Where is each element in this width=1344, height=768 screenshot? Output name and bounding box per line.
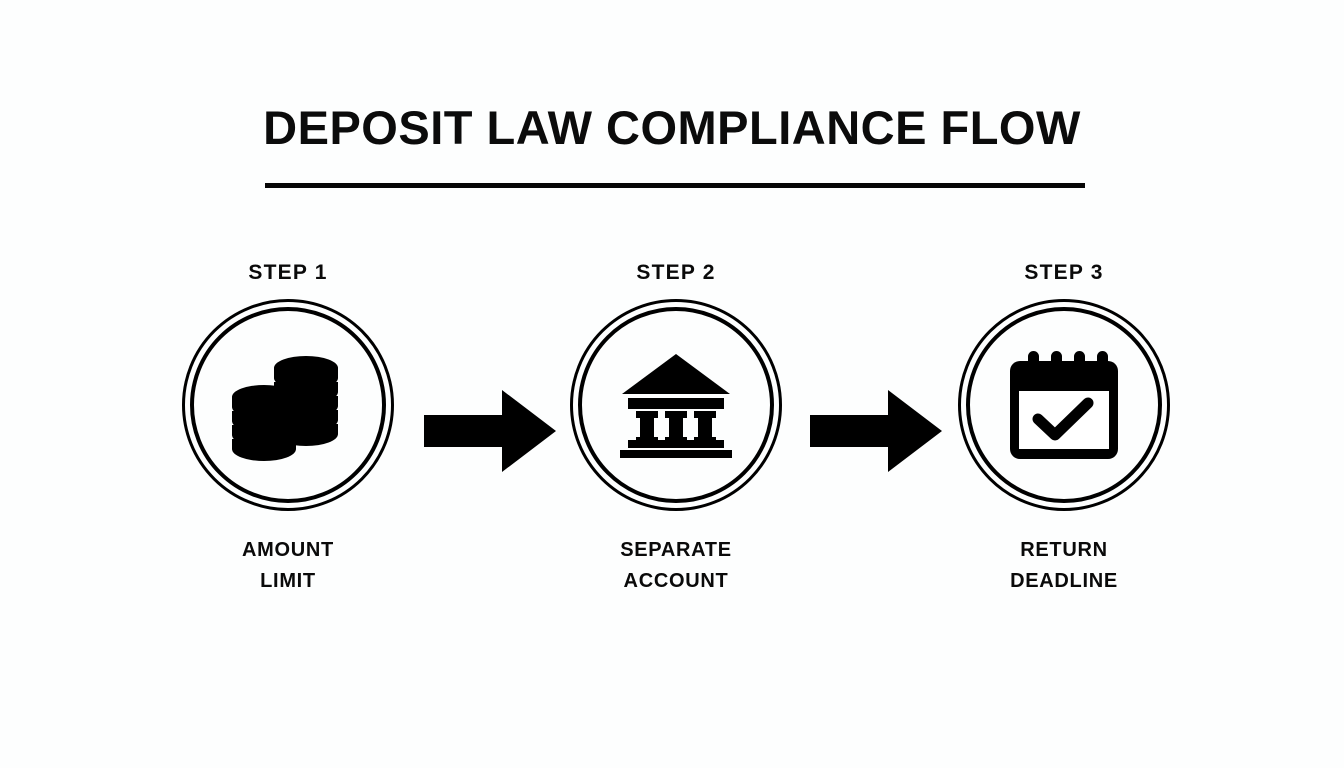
step-3-circle bbox=[958, 299, 1170, 511]
step-2-caption-line-2: ACCOUNT bbox=[623, 570, 729, 592]
flow-step-2[interactable]: STEP 2 bbox=[526, 262, 826, 597]
step-1-caption-line-2: LIMIT bbox=[260, 570, 316, 592]
step-1-caption-line-1: AMOUNT bbox=[242, 539, 334, 561]
title-underline-rule bbox=[265, 183, 1085, 188]
page-title: DEPOSIT LAW COMPLIANCE FLOW bbox=[0, 104, 1344, 151]
step-1-circle bbox=[182, 299, 394, 511]
step-2-ring-inner bbox=[578, 307, 774, 503]
step-1-ring-inner bbox=[190, 307, 386, 503]
step-2-caption-line-1: SEPARATE bbox=[620, 539, 732, 561]
step-1-label: STEP 1 bbox=[248, 261, 328, 284]
step-3-caption-line-2: DEADLINE bbox=[1010, 570, 1118, 592]
step-1-icon-holder bbox=[182, 299, 394, 511]
process-flow: STEP 1 bbox=[0, 262, 1344, 622]
step-2-label: STEP 2 bbox=[636, 261, 716, 284]
step-2-circle bbox=[570, 299, 782, 511]
page-title-text: DEPOSIT LAW COMPLIANCE FLOW bbox=[263, 101, 1081, 154]
flow-step-1[interactable]: STEP 1 bbox=[138, 262, 438, 597]
step-3-label: STEP 3 bbox=[1024, 261, 1104, 284]
step-2-ring-outer bbox=[570, 299, 782, 511]
step-3-ring-outer bbox=[958, 299, 1170, 511]
arrow-right-icon bbox=[810, 390, 942, 472]
step-3-caption: RETURN DEADLINE bbox=[914, 535, 1214, 597]
bank-icon bbox=[620, 354, 732, 458]
flow-step-3[interactable]: STEP 3 bbox=[914, 262, 1214, 597]
step-3-caption-line-1: RETURN bbox=[1020, 539, 1108, 561]
connector-arrow-1 bbox=[424, 390, 556, 472]
coins-icon bbox=[232, 356, 338, 461]
arrow-right-icon bbox=[424, 390, 556, 472]
calendar-check-icon bbox=[1010, 351, 1118, 459]
step-2-caption: SEPARATE ACCOUNT bbox=[526, 535, 826, 597]
step-1-ring-outer bbox=[182, 299, 394, 511]
connector-arrow-2 bbox=[810, 390, 942, 472]
step-2-icon-holder bbox=[570, 299, 782, 511]
step-3-icon-holder bbox=[958, 299, 1170, 511]
step-1-caption: AMOUNT LIMIT bbox=[138, 535, 438, 597]
step-3-ring-inner bbox=[966, 307, 1162, 503]
